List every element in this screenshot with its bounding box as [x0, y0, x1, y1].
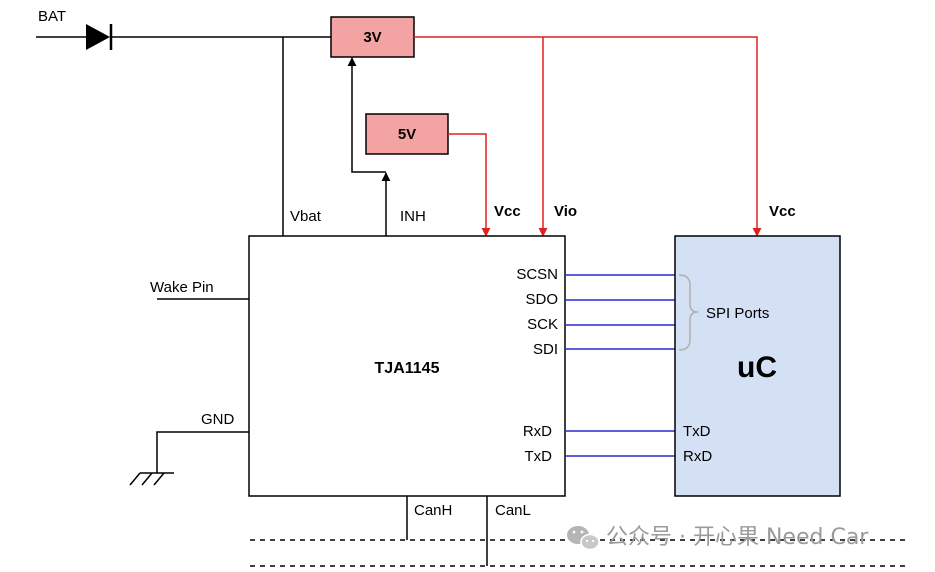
- mcu-box: [674, 235, 841, 497]
- ground-symbol: [129, 472, 174, 486]
- wake-pin-label: Wake Pin: [150, 279, 214, 296]
- spi-signal-lines: [565, 274, 675, 350]
- mcu-pin-rxd-label: RxD: [683, 448, 712, 465]
- mcu-pin-txd-label: TxD: [683, 423, 711, 440]
- vbat-label: Vbat: [290, 208, 322, 225]
- pin-rxd-label: RxD: [523, 423, 552, 440]
- 3v-power-bus: [414, 36, 762, 237]
- canh-label: CanH: [414, 502, 452, 519]
- pin-sdi-label: SDI: [533, 341, 558, 358]
- diode-symbol: [86, 24, 113, 50]
- regulator-5v: [365, 113, 449, 155]
- mcu-label: uC: [737, 351, 777, 384]
- bat-label: BAT: [38, 8, 66, 25]
- gnd-label: GND: [201, 411, 235, 428]
- watermark: 公众号 · 开心果 Need Car: [567, 525, 869, 551]
- vio-label: Vio: [554, 203, 577, 220]
- inh-to-3v-wire: [347, 57, 386, 173]
- regulator-5v-label: 5V: [398, 126, 416, 143]
- pin-sck-label: SCK: [527, 316, 558, 333]
- pin-txd-label: TxD: [525, 448, 553, 465]
- spi-ports-label: SPI Ports: [706, 305, 769, 322]
- regulator-3v: [330, 16, 415, 58]
- gnd-wire: [156, 431, 249, 473]
- spi-brace: [678, 274, 699, 351]
- canl-label: CanL: [495, 502, 531, 519]
- chip-label: TJA1145: [375, 360, 440, 377]
- inh-label: INH: [400, 208, 426, 225]
- pin-sdo-label: SDO: [525, 291, 558, 308]
- watermark-text: 公众号 · 开心果 Need Car: [606, 525, 869, 550]
- tja1145-chip: [248, 235, 566, 497]
- regulator-3v-label: 3V: [363, 29, 381, 46]
- pin-scsn-label: SCSN: [516, 266, 558, 283]
- vcc-5v-power-line: [448, 133, 491, 237]
- uart-signal-lines: [565, 430, 675, 457]
- mcu-vcc-label: Vcc: [769, 203, 796, 220]
- wechat-icon: [567, 526, 600, 551]
- vcc-label: Vcc: [494, 203, 521, 220]
